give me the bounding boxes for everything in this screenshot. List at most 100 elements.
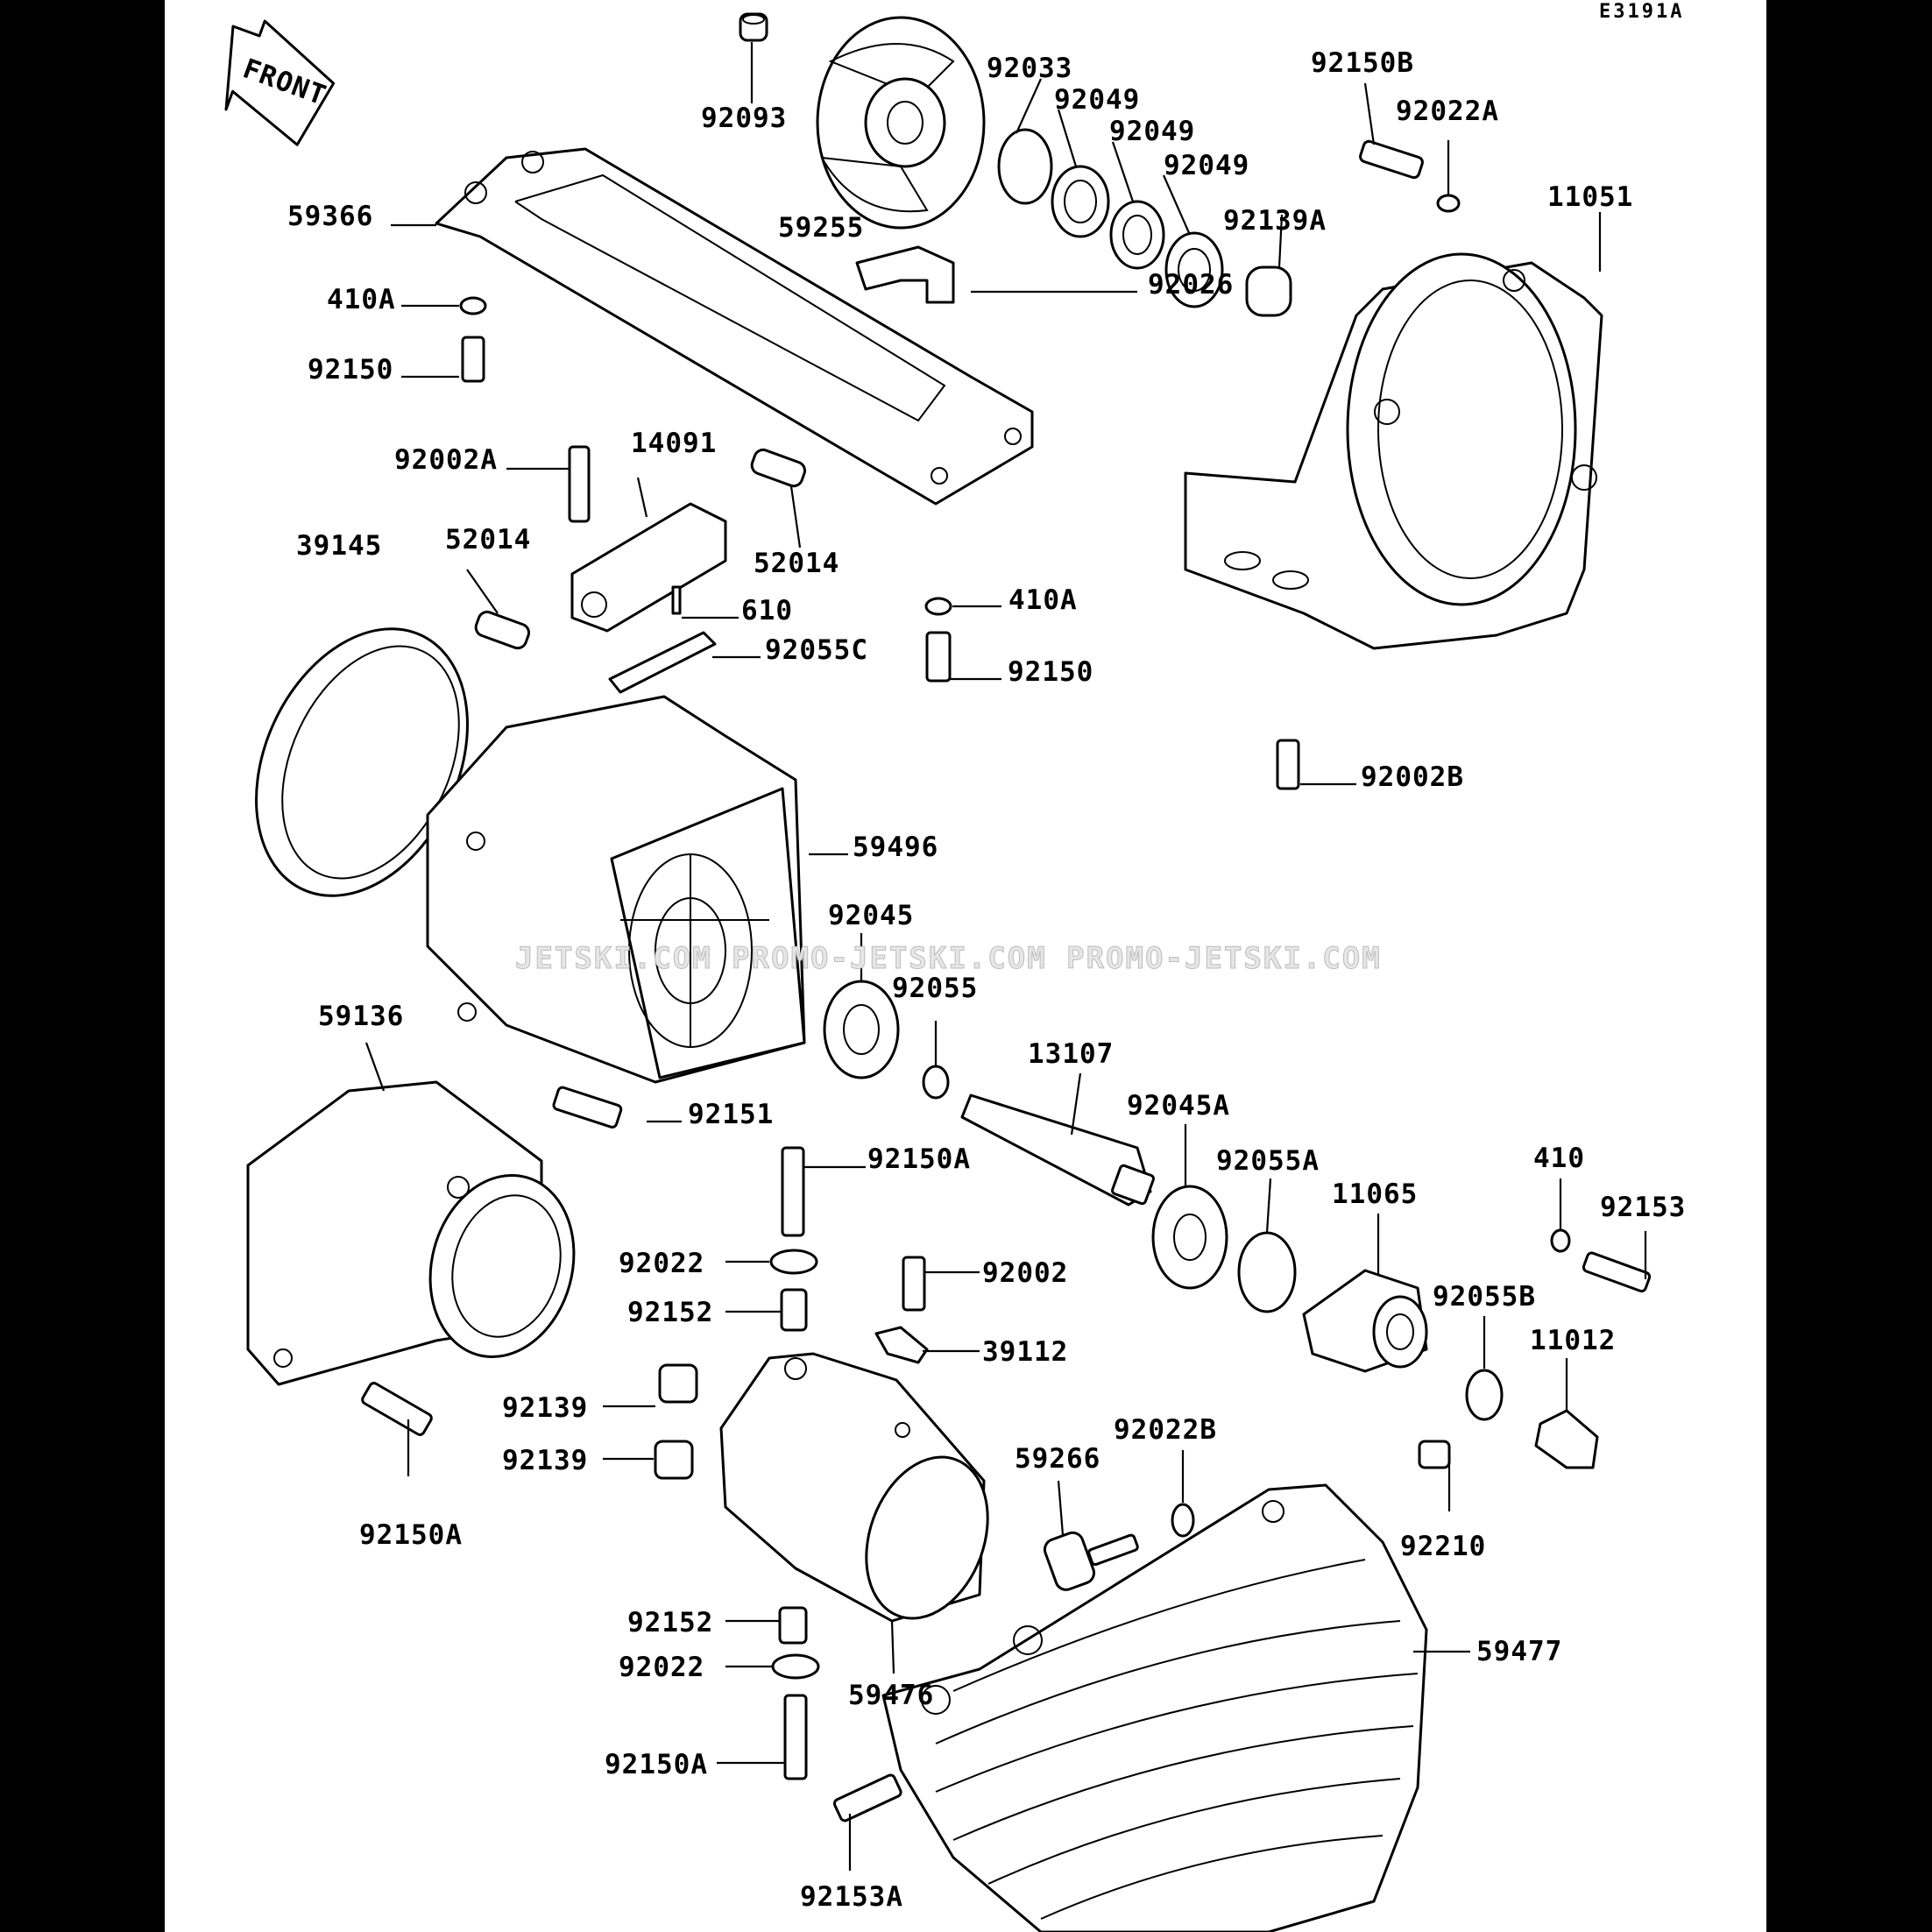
bolt-92150-mid — [925, 631, 952, 683]
front-arrow: FRONT — [224, 19, 336, 146]
plate-59366 — [435, 147, 1034, 506]
label-92093: 92093 — [701, 103, 787, 134]
diagram-sheet: E3191A FRONT — [165, 0, 1766, 1932]
bolt-92150b — [1359, 139, 1424, 180]
label-92150b: 92150B — [1311, 47, 1414, 79]
label-92002: 92002 — [982, 1257, 1068, 1289]
bearing-92045a — [1151, 1185, 1228, 1290]
label-92055b: 92055B — [1433, 1281, 1536, 1313]
stud-92210 — [1418, 1440, 1451, 1469]
label-59476: 59476 — [848, 1680, 934, 1711]
label-92150a-left: 92150A — [359, 1519, 463, 1551]
washer-92022a — [1436, 194, 1461, 213]
spacer-92152-bot — [778, 1606, 808, 1645]
label-92153a: 92153A — [800, 1881, 903, 1913]
label-92150a-mid: 92150A — [867, 1143, 971, 1175]
shaft-13107 — [960, 1093, 1155, 1207]
label-410a-mid: 410A — [1008, 584, 1078, 616]
label-11051: 11051 — [1547, 181, 1633, 213]
label-92055: 92055 — [892, 973, 978, 1004]
label-92022-top: 92022 — [619, 1248, 704, 1279]
washer-92022b — [1171, 1503, 1195, 1538]
bolt-92002a — [568, 445, 591, 523]
label-92150-top: 92150 — [308, 354, 393, 386]
label-92049-2: 92049 — [1109, 116, 1195, 147]
nozzle-59136 — [246, 1080, 576, 1386]
oring-92055 — [922, 1065, 950, 1100]
label-92152-top: 92152 — [627, 1297, 713, 1328]
oring-92055a — [1237, 1231, 1297, 1313]
clip-39112 — [874, 1326, 929, 1364]
label-92022a: 92022A — [1396, 96, 1499, 127]
oring-92055b — [1465, 1369, 1504, 1421]
label-39112: 39112 — [982, 1336, 1068, 1368]
label-39145: 39145 — [296, 530, 382, 562]
label-11012: 11012 — [1530, 1325, 1616, 1356]
bushing-92139-bot — [654, 1440, 694, 1480]
label-92150a-bot: 92150A — [605, 1749, 708, 1780]
label-11065: 11065 — [1332, 1178, 1418, 1210]
label-92045a: 92045A — [1127, 1090, 1230, 1122]
label-92055c: 92055C — [765, 634, 868, 666]
washer-92022-bot — [771, 1653, 820, 1680]
bolt-92151 — [552, 1086, 623, 1129]
block-14091 — [570, 502, 727, 633]
label-410: 410 — [1533, 1143, 1585, 1174]
washer-410 — [1550, 1228, 1571, 1253]
bushing-92139-top — [658, 1363, 698, 1404]
label-59266: 59266 — [1015, 1443, 1100, 1475]
washer-92022-top — [769, 1249, 818, 1275]
label-92026: 92026 — [1148, 269, 1234, 301]
key-92026 — [855, 245, 955, 304]
label-52014-right: 52014 — [754, 548, 839, 579]
watermark: JETSKI.COM PROMO-JETSKI.COM PROMO-JETSKI… — [515, 941, 1382, 976]
label-59136: 59136 — [318, 1001, 404, 1032]
bearing-92049-2 — [1109, 200, 1165, 270]
label-92153: 92153 — [1600, 1192, 1686, 1223]
washer-410a-top — [459, 296, 487, 315]
label-14091: 14091 — [631, 428, 717, 459]
washer-410a-mid — [924, 597, 952, 616]
label-52014-left: 52014 — [445, 524, 531, 556]
fitting-59266 — [1043, 1531, 1139, 1591]
bolt-92150-top — [461, 336, 485, 383]
label-410a-top: 410A — [327, 284, 396, 315]
parts-diagram: E3191A FRONT — [224, 1, 1686, 1932]
sleeve-92139a — [1245, 265, 1292, 317]
label-92055a: 92055A — [1216, 1145, 1320, 1177]
bearing-92049-1 — [1051, 165, 1110, 238]
label-92002b: 92002B — [1361, 761, 1464, 793]
bolt-92150a-mid — [781, 1146, 805, 1237]
label-92151: 92151 — [688, 1099, 774, 1130]
bolt-92002 — [902, 1256, 926, 1312]
label-92022b: 92022B — [1114, 1414, 1217, 1446]
fitting-52014-left — [474, 610, 531, 650]
housing-11051 — [1184, 252, 1603, 650]
label-59496: 59496 — [853, 832, 938, 863]
label-59366: 59366 — [287, 201, 373, 232]
label-92049-3: 92049 — [1164, 150, 1249, 181]
bearing-92049-3 — [1164, 231, 1224, 308]
label-92139a: 92139A — [1223, 205, 1327, 237]
bolt-92153a — [832, 1773, 902, 1822]
label-92139-bot: 92139 — [502, 1445, 588, 1476]
grille-59477 — [881, 1483, 1428, 1932]
label-92152-bot: 92152 — [627, 1607, 713, 1638]
bolt-92150a-bot — [783, 1694, 808, 1780]
gasket-92055c — [608, 631, 717, 694]
label-92150-mid: 92150 — [1008, 656, 1093, 688]
ring-92033 — [997, 128, 1053, 205]
bolt-92150a-left — [361, 1382, 433, 1436]
label-13107: 13107 — [1028, 1038, 1114, 1070]
cap-92093 — [739, 12, 768, 42]
label-92045: 92045 — [828, 900, 914, 931]
pin-610 — [671, 585, 682, 615]
label-59477: 59477 — [1476, 1636, 1562, 1667]
bolt-92153 — [1582, 1251, 1652, 1293]
label-92022-bot: 92022 — [619, 1652, 704, 1683]
label-92139-top: 92139 — [502, 1392, 588, 1424]
pump-case-59496 — [426, 695, 806, 1084]
bearing-92045 — [823, 980, 900, 1079]
fitting-52014-right — [750, 448, 807, 488]
